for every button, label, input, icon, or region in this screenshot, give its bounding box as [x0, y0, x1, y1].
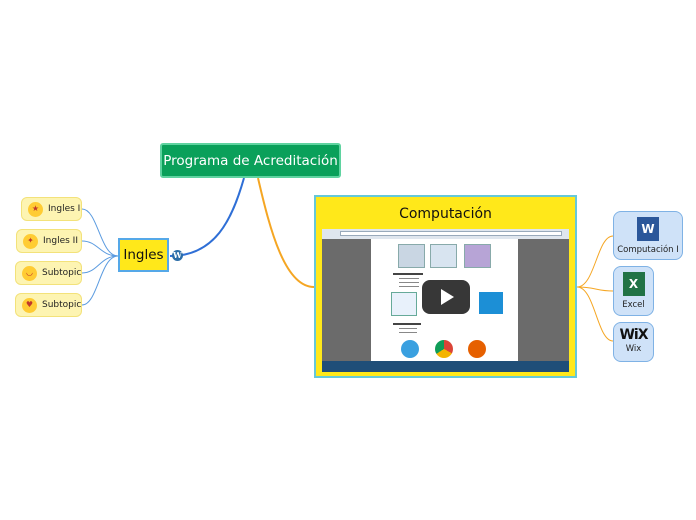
tool-excel[interactable]: X Excel — [613, 266, 654, 316]
text-line — [399, 286, 419, 287]
leaf-label: Ingles II — [43, 236, 78, 246]
link-ingles-leaf-4 — [81, 255, 119, 306]
leaf-ingles-4[interactable]: ♥ Subtopic — [15, 293, 82, 317]
chrome-logo-image — [435, 340, 453, 358]
heart-eyes-emoji-icon: ♥ — [22, 297, 37, 313]
browser-toolbar — [322, 229, 569, 239]
leaf-ingles-1[interactable]: ★ Ingles I — [21, 197, 82, 221]
monitor-image — [430, 244, 457, 268]
link-root-ingles — [169, 177, 245, 257]
link-root-computacion — [257, 177, 315, 288]
party-face-emoji-icon: ✦ — [23, 233, 38, 249]
leaf-label: Subtopic — [42, 268, 82, 278]
root-topic-label: Programa de Acreditación — [163, 152, 338, 169]
text-line — [399, 328, 417, 329]
tool-label: Excel — [622, 300, 645, 310]
leaf-ingles-2[interactable]: ✦ Ingles II — [16, 229, 82, 253]
wix-logo-icon: WiX — [619, 327, 648, 343]
tool-wix[interactable]: WiX Wix — [613, 322, 654, 362]
microsoft-word-icon: W — [637, 217, 659, 241]
tool-label: Wix — [625, 344, 642, 354]
topic-computacion-label: Computación — [399, 206, 492, 222]
ie-logo-image — [401, 340, 419, 358]
star-struck-emoji-icon: ★ — [28, 201, 43, 217]
link-ingles-leaf-2 — [81, 240, 119, 257]
topic-ingles[interactable]: Ingles — [118, 238, 169, 272]
tool-computacion-i[interactable]: W Computación I — [613, 211, 683, 260]
grinning-face-emoji-icon: ◡ — [22, 265, 37, 281]
link-ingles-leaf-1 — [81, 208, 119, 257]
link-ingles-leaf-3 — [81, 255, 119, 274]
topic-ingles-label: Ingles — [123, 247, 164, 263]
leaf-label: Subtopic — [42, 300, 82, 310]
leaf-label: Ingles I — [48, 204, 81, 214]
play-icon — [441, 289, 454, 305]
document-page — [371, 239, 518, 361]
play-button[interactable] — [422, 280, 470, 314]
root-topic[interactable]: Programa de Acreditación — [160, 143, 341, 178]
firefox-logo-image — [468, 340, 486, 358]
computer-image — [398, 244, 425, 268]
windows-logo-image — [391, 292, 417, 316]
text-line — [399, 332, 417, 333]
taskbar — [322, 361, 569, 372]
link-comp-tool-3 — [576, 286, 614, 342]
text-line — [399, 278, 419, 279]
wordpress-icon: W — [172, 250, 183, 261]
link-comp-tool-1 — [576, 235, 614, 288]
text-line — [393, 273, 423, 275]
topic-computacion[interactable]: Computación — [314, 195, 577, 378]
windows8-logo-image — [479, 292, 503, 314]
text-line — [393, 323, 421, 325]
link-comp-tool-2 — [576, 286, 614, 292]
address-bar — [340, 231, 562, 236]
tool-label: Computación I — [617, 245, 679, 255]
leaf-ingles-3[interactable]: ◡ Subtopic — [15, 261, 82, 285]
text-line — [399, 282, 419, 283]
microsoft-excel-icon: X — [622, 272, 645, 296]
mascot-image — [464, 244, 491, 268]
video-thumbnail[interactable] — [322, 229, 569, 372]
